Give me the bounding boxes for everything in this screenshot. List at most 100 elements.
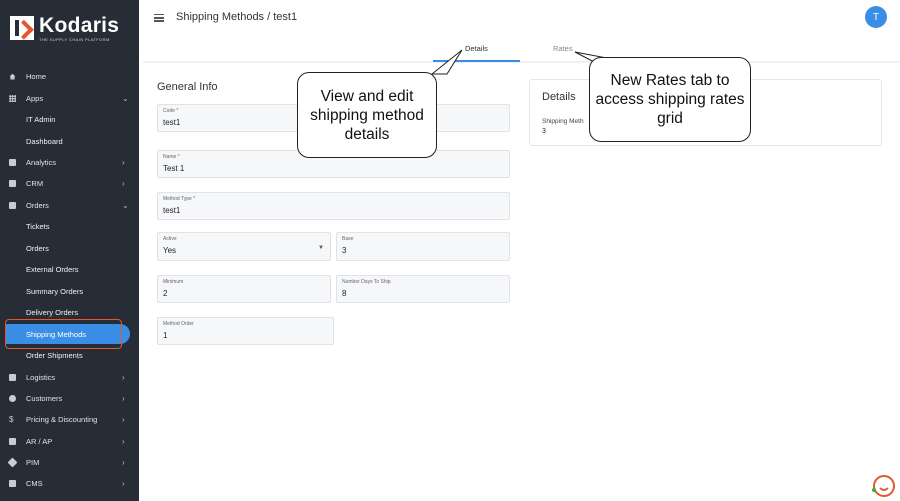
chevron-right-icon: › <box>122 458 125 467</box>
brand-tagline: THE SUPPLY CHAIN PLATFORM <box>39 37 110 42</box>
sidebar-item-label: AR / AP <box>26 437 53 446</box>
bank-icon <box>9 438 16 445</box>
details-value: 3 <box>542 128 546 135</box>
chevron-down-icon: ⌄ <box>122 201 129 210</box>
sidebar-item-customers[interactable]: Customers › <box>0 388 139 409</box>
sidebar-item-dashboard[interactable]: Dashboard <box>0 131 139 152</box>
cms-icon <box>9 480 16 487</box>
tab-rates[interactable]: Rates <box>553 44 573 53</box>
dollar-icon: $ <box>9 415 14 424</box>
crm-icon <box>9 180 16 187</box>
base-value: 3 <box>342 246 347 255</box>
sidebar-item-analytics[interactable]: Analytics › <box>0 152 139 173</box>
minimum-label: Minimum <box>163 279 184 285</box>
method-type-field[interactable]: Method Type * test1 <box>157 192 510 220</box>
sidebar-item-label: CRM <box>26 179 44 188</box>
sidebar-item-order-shipments[interactable]: Order Shipments <box>0 345 139 366</box>
general-info-title: General Info <box>157 81 218 93</box>
method-order-field[interactable]: Method Order 1 <box>157 317 334 345</box>
sidebar-item-label: Dashboard <box>26 137 63 146</box>
sidebar-item-label: Tickets <box>26 222 50 231</box>
sidebar-item-label: Pricing & Discounting <box>26 415 98 424</box>
days-to-ship-label: Number Days To Ship <box>342 279 391 285</box>
method-order-label: Method Order <box>163 321 194 327</box>
sidebar-item-label: Shipping Methods <box>26 330 87 339</box>
sidebar-item-label: Analytics <box>26 158 57 167</box>
code-label: Code * <box>163 108 179 114</box>
truck-icon <box>9 374 16 381</box>
base-label: Base <box>342 236 354 242</box>
active-tab-indicator <box>433 60 520 62</box>
base-field[interactable]: Base 3 <box>336 232 510 261</box>
home-icon <box>9 73 16 80</box>
name-label: Name * <box>163 154 180 160</box>
tabs-divider <box>143 61 900 63</box>
sidebar-item-orders-list[interactable]: Orders <box>0 238 139 259</box>
sidebar-item-label: Summary Orders <box>26 287 84 296</box>
method-order-value: 1 <box>163 331 168 340</box>
active-select[interactable]: Active Yes ▼ <box>157 232 331 261</box>
chevron-down-icon: ⌄ <box>122 94 129 103</box>
sidebar-item-crm[interactable]: CRM › <box>0 173 139 194</box>
days-to-ship-field[interactable]: Number Days To Ship 8 <box>336 275 510 303</box>
apps-grid-icon <box>9 95 16 102</box>
sidebar-item-label: IT Admin <box>26 115 56 124</box>
active-nav-highlight <box>6 324 130 344</box>
sidebar-item-home[interactable]: Home <box>0 66 139 87</box>
page-title: Shipping Methods / test1 <box>176 11 298 23</box>
callout-rates-tab: New Rates tab to access shipping rates g… <box>589 57 751 142</box>
chevron-right-icon: › <box>122 437 125 446</box>
brand-name: Kodaris <box>39 14 120 37</box>
sidebar-item-logistics[interactable]: Logistics › <box>0 367 139 388</box>
sidebar-item-pim[interactable]: PIM › <box>0 452 139 473</box>
days-to-ship-value: 8 <box>342 289 347 298</box>
sidebar-item-pricing[interactable]: $ Pricing & Discounting › <box>0 409 139 430</box>
orders-icon <box>9 202 16 209</box>
chevron-right-icon: › <box>122 158 125 167</box>
method-type-label: Method Type * <box>163 196 196 202</box>
sidebar-item-label: External Orders <box>26 265 79 274</box>
sidebar-item-shipping-methods[interactable]: Shipping Methods <box>0 324 139 345</box>
brand-logo[interactable]: Kodaris THE SUPPLY CHAIN PLATFORM <box>10 14 120 42</box>
tag-icon <box>7 457 18 468</box>
chevron-right-icon: › <box>122 479 125 488</box>
callout-view-edit: View and edit shipping method details <box>297 72 437 158</box>
sidebar-item-label: Delivery Orders <box>26 308 79 317</box>
chevron-right-icon: › <box>122 179 125 188</box>
sidebar-item-label: Customers <box>26 394 63 403</box>
sidebar-item-delivery-orders[interactable]: Delivery Orders <box>0 302 139 323</box>
sidebar-item-summary-orders[interactable]: Summary Orders <box>0 281 139 302</box>
sidebar-item-label: Order Shipments <box>26 351 83 360</box>
method-type-value: test1 <box>163 206 181 215</box>
details-title: Details <box>542 91 576 103</box>
sidebar-item-label: Orders <box>26 244 49 253</box>
analytics-icon <box>9 159 16 166</box>
annotation-highlight-box <box>5 319 122 349</box>
chevron-right-icon: › <box>122 373 125 382</box>
kodaris-logo-icon <box>10 16 34 40</box>
sidebar-item-label: Orders <box>26 201 49 210</box>
minimum-field[interactable]: Minimum 2 <box>157 275 331 303</box>
active-value: Yes <box>163 246 177 255</box>
chevron-right-icon: › <box>122 415 125 424</box>
dropdown-arrow-icon: ▼ <box>318 245 324 251</box>
details-label: Shipping Meth <box>542 118 584 125</box>
chevron-right-icon: › <box>122 394 125 403</box>
sidebar-item-ar-ap[interactable]: AR / AP › <box>0 431 139 452</box>
customers-icon <box>9 395 16 402</box>
sidebar-item-cms[interactable]: CMS › <box>0 473 139 494</box>
active-label: Active <box>163 236 177 242</box>
sidebar-item-apps[interactable]: Apps ⌄ <box>0 88 139 109</box>
sidebar-item-label: Home <box>26 72 47 81</box>
name-value: Test 1 <box>163 164 185 173</box>
code-value: test1 <box>163 118 181 127</box>
hamburger-menu-icon[interactable] <box>154 14 164 22</box>
sidebar-item-external-orders[interactable]: External Orders <box>0 259 139 280</box>
sidebar-item-label: PIM <box>26 458 40 467</box>
chat-support-icon[interactable] <box>871 474 895 498</box>
tab-details[interactable]: Details <box>465 44 488 53</box>
user-avatar[interactable]: T <box>865 6 887 28</box>
sidebar-item-tickets[interactable]: Tickets <box>0 216 139 237</box>
sidebar-item-it-admin[interactable]: IT Admin <box>0 109 139 130</box>
sidebar-item-orders[interactable]: Orders ⌄ <box>0 195 139 216</box>
